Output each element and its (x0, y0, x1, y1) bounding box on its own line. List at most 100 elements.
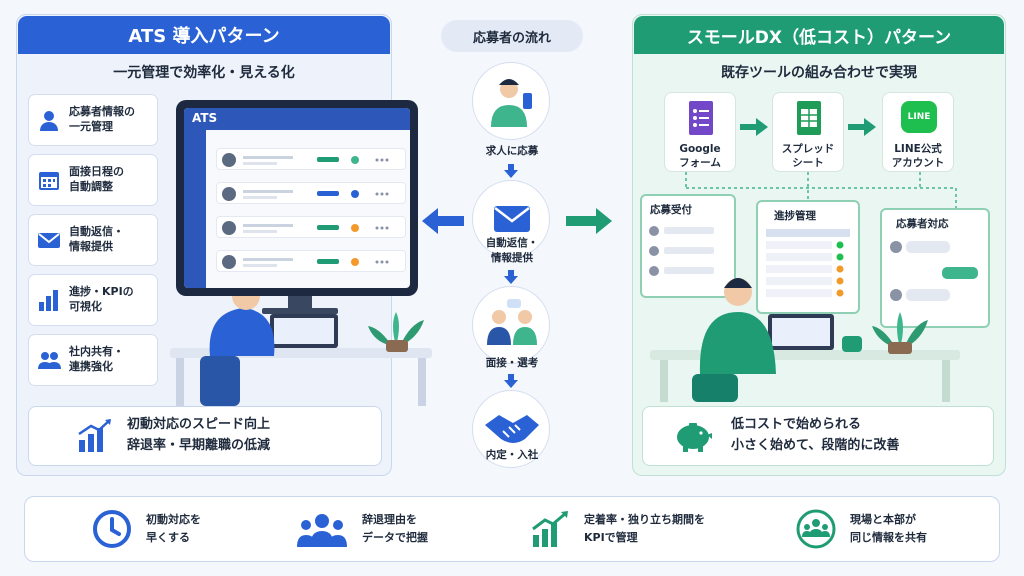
ats-benefit-line: 辞退率・早期離職の低減 (127, 438, 271, 453)
summary-text: KPIで管理 (584, 531, 638, 544)
applicant-flow-title: 応募者の流れ (441, 20, 583, 52)
tool-google-forms (664, 92, 736, 172)
summary-text: 同じ情報を共有 (850, 531, 927, 544)
small-dx-benefit-line: 小さく始めて、段階的に改善 (731, 438, 900, 453)
table-row (216, 250, 406, 272)
feature-label: 一元管理 (69, 120, 113, 133)
feature-kpi-visualization: 進捗・KPIの可視化 (28, 274, 158, 326)
arrow-left-icon (422, 208, 464, 234)
flow-step-label-line: 自動返信・ (485, 237, 539, 249)
spreadsheet-icon (797, 101, 821, 135)
summary-bar (24, 496, 1000, 562)
arrow-right-icon (848, 118, 876, 136)
mail-icon (38, 233, 60, 248)
tool-label-line: シート (792, 157, 824, 170)
small-dx-panel-header: スモールDX（低コスト）パターン (634, 16, 1004, 54)
tool-spreadsheet (772, 92, 844, 172)
feature-label: 進捗・KPIの (69, 285, 134, 299)
tool-label-line: アカウント (891, 157, 945, 170)
arrow-down-icon (504, 164, 518, 178)
feature-label: 可視化 (69, 300, 102, 313)
feature-label: 自動返信・ (69, 225, 124, 239)
feature-internal-sharing: 社内共有・連携強化 (28, 334, 158, 386)
feature-label: 連携強化 (69, 360, 113, 373)
summary-item-speed: 初動対応を早くする (92, 504, 201, 554)
group-icon (297, 514, 347, 547)
arrow-down-icon (504, 270, 518, 284)
flow-step-label: 求人に応募 (485, 145, 539, 157)
feature-label: 自動調整 (69, 180, 113, 193)
small-dx-panel-subtitle: 既存ツールの組み合わせで実現 (721, 65, 917, 81)
arrow-right-icon (740, 118, 768, 136)
card-applicant-communication: 応募者対応 (880, 208, 990, 328)
mail-icon (494, 206, 530, 232)
arrow-right-icon (566, 208, 612, 234)
small-dx-benefit-line: 低コストで始められる (731, 417, 862, 433)
flow-step-label-line: 情報提供 (491, 251, 533, 264)
flow-step-auto-reply (472, 180, 550, 258)
flow-step-interview (472, 286, 550, 364)
card-title: 応募受付 (650, 204, 692, 216)
interview-icon (487, 299, 537, 345)
card-application-intake: 応募受付 (640, 194, 736, 298)
ats-benefit-line: 初動対応のスピード向上 (127, 417, 271, 433)
applicant-phone-icon (491, 79, 532, 127)
ats-desk-illustration (170, 296, 432, 406)
growth-chart-icon (78, 419, 111, 452)
clock-icon (93, 510, 131, 548)
summary-text: 定着率・独り立ち期間を (584, 513, 705, 527)
ats-screen: ATS (184, 108, 410, 288)
table-row (216, 216, 406, 238)
team-icon (38, 352, 61, 369)
tool-label: LINE公式アカウント (868, 142, 968, 170)
table-row (216, 148, 406, 170)
growth-chart-icon (532, 511, 568, 547)
ats-benefit-box: 初動対応のスピード向上辞退率・早期離職の低減 (28, 406, 382, 466)
feature-applicant-management: 応募者情報の一元管理 (28, 94, 158, 146)
tool-line-official: LINE (882, 92, 954, 172)
dashed-connectors (685, 172, 957, 208)
summary-item-shared-info: 現場と本部が同じ情報を共有 (796, 504, 927, 554)
line-icon: LINE (901, 101, 937, 133)
bar-chart-icon (39, 290, 58, 311)
feature-label: 社内共有・ (69, 345, 124, 359)
ats-panel-subtitle: 一元管理で効率化・見える化 (113, 65, 295, 81)
summary-text: 初動対応を (146, 513, 201, 527)
card-progress-management: 進捗管理 (756, 200, 860, 314)
feature-label: 情報提供 (69, 240, 113, 253)
tool-label-line: Google (679, 143, 721, 155)
ats-screen-sidebar (184, 130, 206, 288)
small-dx-desk-illustration (650, 278, 960, 402)
flow-step-label: 内定・入社 (485, 449, 539, 461)
summary-text: 辞退理由を (362, 513, 417, 527)
feature-interview-scheduling: 面接日程の自動調整 (28, 154, 158, 206)
flow-step-label: 自動返信・情報提供 (452, 236, 572, 265)
piggy-bank-icon (677, 423, 712, 452)
arrow-down-icon (504, 374, 518, 388)
summary-text: データで把握 (362, 531, 428, 544)
flow-step-label: 面接・選考 (485, 357, 539, 369)
table-row (216, 182, 406, 204)
summary-item-decline-reasons: 辞退理由をデータで把握 (296, 504, 428, 554)
tool-label: スプレッドシート (758, 142, 858, 170)
tool-label-line: LINE公式 (894, 143, 942, 155)
tool-label-line: スプレッド (781, 143, 835, 155)
ats-screen-title: ATS (184, 108, 410, 130)
feature-auto-reply: 自動返信・情報提供 (28, 214, 158, 266)
ats-panel-header: ATS 導入パターン (18, 16, 390, 54)
shared-team-icon (796, 509, 836, 549)
feature-label: 応募者情報の (69, 105, 135, 119)
handshake-icon (485, 415, 539, 443)
card-title: 進捗管理 (774, 210, 816, 222)
summary-item-retention-kpi: 定着率・独り立ち期間を KPIで管理 (530, 504, 705, 554)
card-title: 応募者対応 (896, 218, 949, 230)
person-icon (40, 111, 58, 131)
small-dx-benefit-box: 低コストで始められる小さく始めて、段階的に改善 (642, 406, 994, 466)
summary-text: 現場と本部が (850, 513, 916, 527)
ats-monitor: ATS (176, 100, 418, 296)
calendar-icon (39, 172, 59, 190)
flow-step-apply (472, 62, 550, 140)
feature-label: 面接日程の (69, 165, 124, 179)
summary-text: 早くする (146, 531, 190, 544)
